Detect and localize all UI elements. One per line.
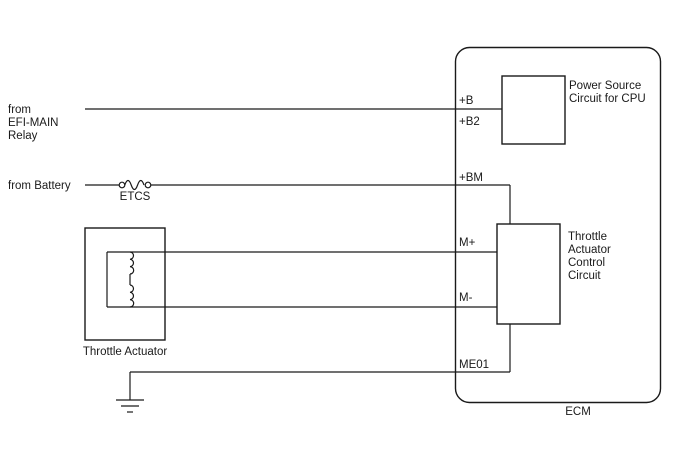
pin-label-m-plus: M+	[459, 237, 476, 249]
throttle-actuator-box	[84, 227, 166, 341]
throttle-control-label-line1: Throttle	[568, 231, 607, 243]
pin-label-plus-b: +B	[459, 95, 474, 107]
ground-symbol-icon	[116, 399, 144, 413]
fuse-terminal-right	[144, 181, 152, 189]
power-source-box	[501, 75, 566, 145]
fuse-terminal-left	[118, 181, 126, 189]
pin-label-m-minus: M-	[459, 292, 473, 304]
actuator-coil-top-icon	[129, 251, 135, 275]
pin-label-me01: ME01	[459, 359, 489, 371]
throttle-control-label-line3: Control	[568, 257, 605, 269]
label-efi-relay-line2: EFI-MAIN	[8, 117, 58, 129]
throttle-control-label-line2: Actuator	[568, 244, 611, 256]
throttle-control-box	[496, 223, 561, 325]
power-source-label-line1: Power Source	[569, 80, 641, 92]
label-from-battery: from Battery	[8, 180, 71, 192]
pin-label-plus-b2: +B2	[459, 116, 480, 128]
pin-label-plus-bm: +BM	[459, 172, 483, 184]
throttle-actuator-label: Throttle Actuator	[83, 346, 168, 358]
fuse-label: ETCS	[120, 191, 151, 203]
actuator-coil-bottom-icon	[129, 284, 135, 308]
power-source-label-line2: Circuit for CPU	[569, 93, 646, 105]
throttle-control-label-line4: Circuit	[568, 270, 601, 282]
label-efi-relay-line3: Relay	[8, 130, 38, 142]
ecm-label: ECM	[565, 406, 591, 418]
fuse-element-icon	[124, 179, 145, 191]
label-efi-relay-line1: from	[8, 104, 31, 116]
